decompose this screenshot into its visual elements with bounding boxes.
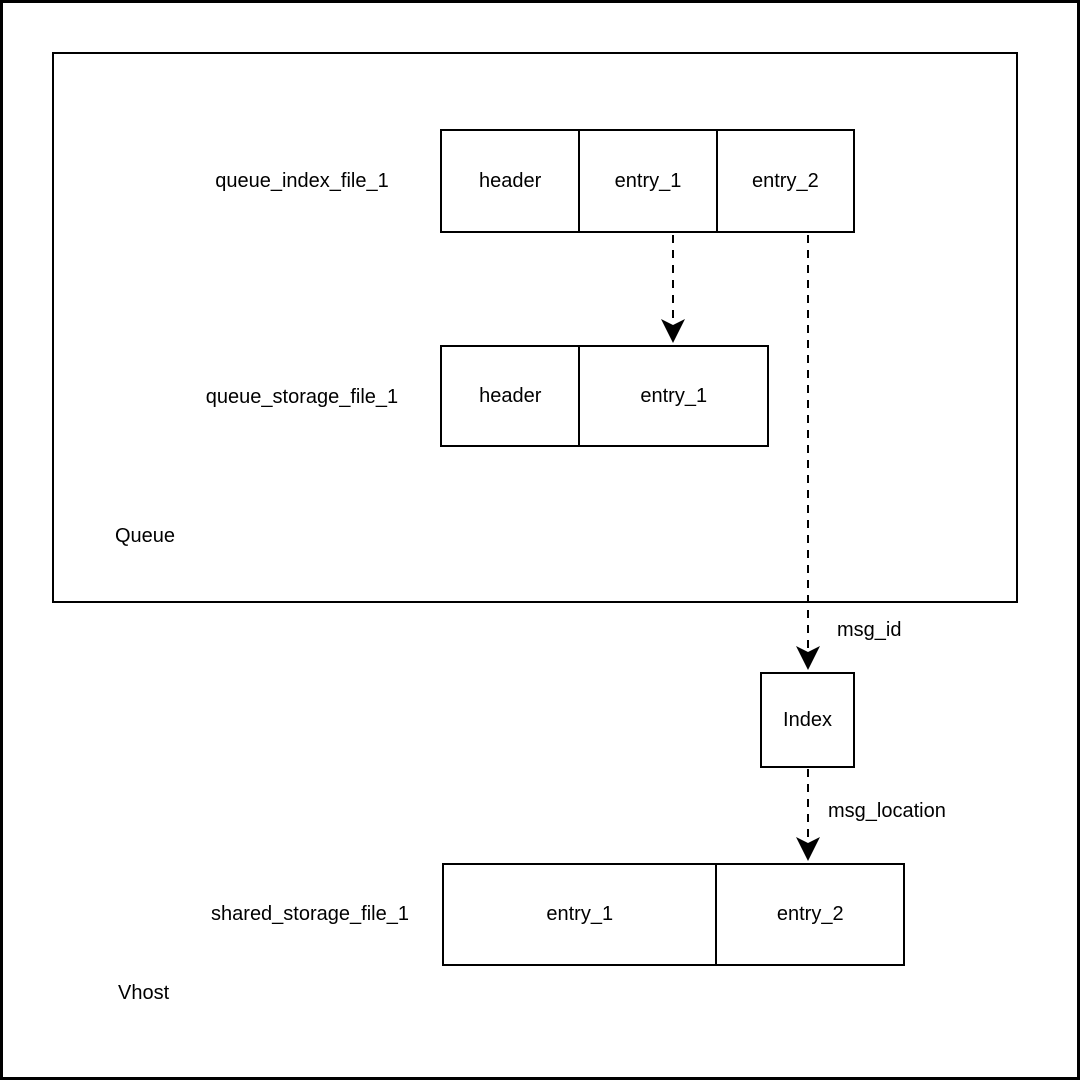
queue-label: Queue <box>115 525 176 547</box>
storage-file-cell-entry1: entry_1 <box>578 347 767 445</box>
queue-index-file-label: queue_index_file_1 <box>215 170 389 192</box>
shared-file-cell-entry2: entry_2 <box>715 865 903 964</box>
vhost-label: Vhost <box>118 982 170 1004</box>
msg-location-edge-label: msg_location <box>828 800 946 822</box>
queue-container-box <box>52 52 1018 603</box>
msg-id-edge-label: msg_id <box>837 619 902 641</box>
shared-storage-file-row: entry_1 entry_2 <box>442 863 905 966</box>
storage-file-cell-header: header <box>479 384 542 407</box>
index-file-cell-entry1: entry_1 <box>578 131 715 231</box>
index-node: Index <box>760 672 855 768</box>
index-file-cell-header: header <box>479 169 542 192</box>
queue-storage-file-row: header entry_1 <box>440 345 769 447</box>
queue-storage-file-label: queue_storage_file_1 <box>205 386 399 408</box>
queue-index-file-row: header entry_1 entry_2 <box>440 129 855 233</box>
shared-file-cell-entry1: entry_1 <box>546 903 614 925</box>
index-file-cell-entry2: entry_2 <box>715 131 853 231</box>
shared-storage-file-label: shared_storage_file_1 <box>211 903 409 925</box>
